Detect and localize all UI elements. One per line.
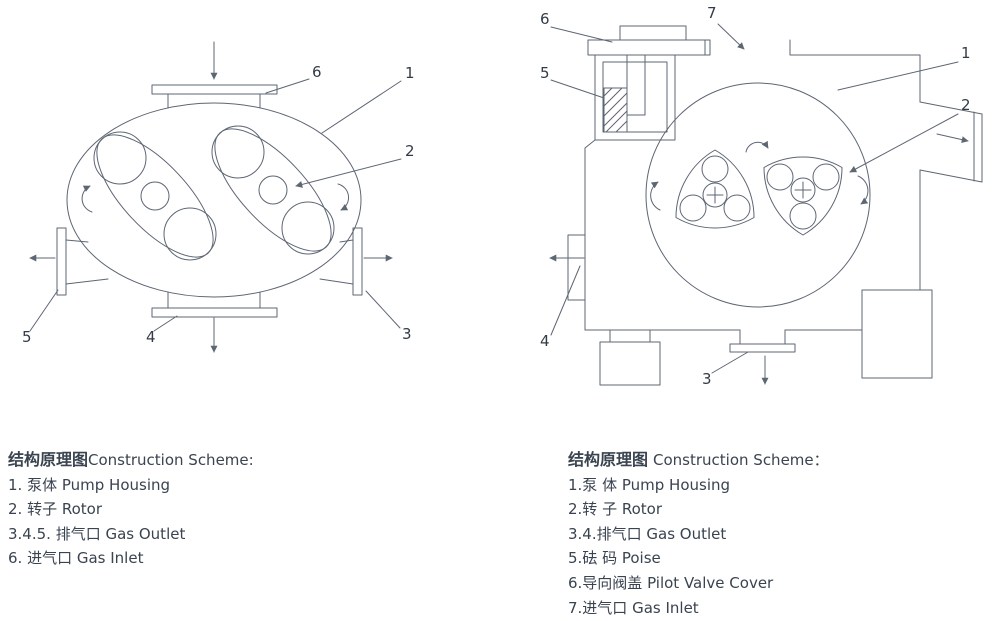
legend-left: 结构原理图Construction Scheme: 1. 泵体 Pump Hou… — [8, 448, 254, 571]
callout-label-7: 7 — [707, 4, 717, 22]
legend-item-pump-housing: 1.泵 体 Pump Housing — [568, 475, 731, 494]
legend-item-gas-inlet: 6. 进气口 Gas Inlet — [8, 549, 144, 568]
rotation-arrows — [81, 183, 350, 213]
callout-rotor: 2 — [295, 142, 415, 188]
callout-rotor: 2 — [849, 96, 971, 173]
legend-item-pilot-valve-cover: 6.导向阀盖 Pilot Valve Cover — [568, 573, 774, 592]
poise-hatch — [603, 87, 628, 133]
callout-outlet-bottom: 4 — [146, 315, 178, 346]
pump-housing — [56, 84, 363, 318]
rotation-arrow-top — [745, 140, 769, 153]
housing-shell — [66, 102, 362, 298]
callout-outlet-left: 5 — [22, 289, 59, 346]
outlet-flange-right — [352, 227, 363, 296]
callout-outlet-bottom: 3 — [702, 351, 749, 388]
callout-label-2: 2 — [961, 96, 971, 114]
valve-cover-plate — [587, 39, 711, 56]
valve-cover-body — [594, 54, 676, 141]
rotor-right — [211, 125, 335, 255]
rotation-arrow-left — [650, 181, 661, 211]
legend-item-gas-outlet: 3.4.排气口 Gas Outlet — [568, 524, 727, 543]
bottom-outlet-flange — [729, 343, 796, 353]
pump-chamber — [645, 82, 871, 308]
left-port-flange — [567, 234, 586, 301]
valve-cap — [619, 25, 687, 41]
discharge-flow-arrow — [936, 133, 969, 144]
callout-pilot-valve-cover: 6 — [540, 10, 613, 43]
callout-housing: 1 — [837, 44, 971, 91]
callout-label-4: 4 — [146, 328, 156, 346]
callout-label-5: 5 — [540, 64, 550, 82]
callouts: 6 7 5 1 2 4 3 — [540, 4, 971, 388]
pump-housing — [567, 25, 983, 386]
foot-left — [599, 341, 661, 386]
foot-right — [861, 289, 933, 379]
legend-item-poise: 5.砝 码 Poise — [568, 549, 661, 568]
rotation-arrow-left — [81, 185, 93, 213]
callouts: 6 1 2 5 4 3 — [22, 63, 415, 346]
callout-poise: 5 — [540, 64, 605, 99]
valve-stem — [626, 54, 646, 116]
callout-housing: 1 — [321, 64, 415, 134]
inlet-flow-arrow — [717, 23, 745, 50]
callout-outlet-right: 3 — [365, 290, 412, 343]
inlet-flange-top — [151, 84, 278, 95]
callout-label-6: 6 — [540, 10, 550, 28]
legend-item-pump-housing: 1. 泵体 Pump Housing — [8, 475, 171, 494]
outlet-flange-bottom — [151, 307, 278, 318]
rotation-arrow-right — [857, 175, 869, 205]
callout-label-3: 3 — [702, 370, 712, 388]
legend-left-title-zh: 结构原理图 — [8, 450, 89, 469]
callout-outlet-left: 4 — [540, 265, 581, 350]
flow-arrows — [549, 23, 969, 385]
callout-label-5: 5 — [22, 328, 32, 346]
legend-item-rotor: 2.转 子 Rotor — [568, 500, 662, 519]
legend-item-gas-outlet: 3.4.5. 排气口 Gas Outlet — [8, 524, 186, 543]
callout-label-3: 3 — [402, 325, 412, 343]
callout-label-1: 1 — [405, 64, 415, 82]
outlet-flange-left — [56, 227, 67, 296]
rotor-left — [93, 131, 217, 261]
legend-item-rotor: 2. 转子 Rotor — [8, 500, 102, 519]
left-pump-diagram: 6 1 2 5 4 3 — [22, 41, 415, 353]
right-pump-diagram: 6 7 5 1 2 4 3 — [540, 4, 983, 388]
callout-label-6: 6 — [312, 63, 322, 81]
callout-label-4: 4 — [540, 332, 550, 350]
discharge-pipe — [919, 101, 983, 183]
legend-right-title-en: Construction Scheme： — [653, 451, 829, 469]
rotation-arrows — [650, 140, 869, 211]
legend-right-title-zh: 结构原理图 — [568, 450, 649, 469]
callout-label-1: 1 — [961, 44, 971, 62]
legend-left-title: 结构原理图Construction Scheme: — [8, 448, 254, 473]
callout-label-2: 2 — [405, 142, 415, 160]
legend-left-title-en: Construction Scheme: — [88, 451, 254, 469]
legend-item-gas-inlet: 7.进气口 Gas Inlet — [568, 598, 699, 617]
rotor-right — [763, 156, 843, 236]
rotation-arrow-right — [337, 183, 350, 211]
flow-arrows — [29, 41, 393, 353]
rotor-left — [675, 149, 755, 229]
callout-inlet-top: 7 — [707, 4, 717, 22]
callout-inlet-top: 6 — [265, 63, 322, 94]
